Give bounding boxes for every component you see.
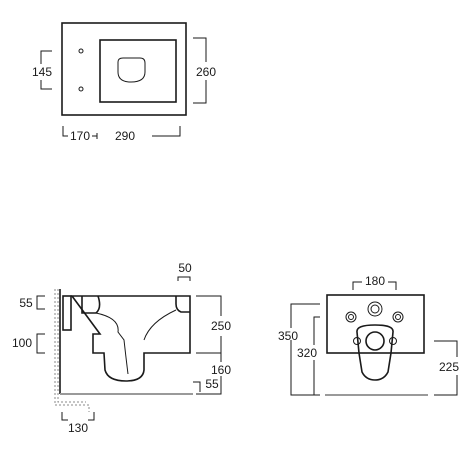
dim-line-130 — [61, 412, 95, 421]
dim-line-320 — [313, 316, 320, 395]
dim-line-170-290 — [62, 126, 181, 139]
front-view-outlet-body — [356, 324, 394, 381]
dim-line-100 — [36, 333, 45, 354]
dim-line-55-top — [36, 295, 45, 310]
dim-250-label: 250 — [211, 319, 231, 333]
front-view-water-inlet-inner — [370, 304, 380, 314]
dim-line-350 — [290, 303, 320, 396]
dim-180-label: 180 — [365, 274, 385, 288]
top-view-fixing-hole — [78, 48, 84, 54]
front-view-fixing-right — [392, 311, 404, 323]
dim-line-160 — [196, 353, 222, 395]
top-view-fixing-hole — [78, 86, 84, 92]
dim-320-label: 320 — [297, 346, 317, 360]
top-view-seat-panel — [99, 39, 177, 103]
dim-170-label: 170 — [70, 129, 90, 143]
dim-line-55-bottom — [193, 381, 201, 392]
dim-line-225 — [434, 340, 458, 396]
top-view-bowl-opening — [117, 57, 146, 83]
dim-130-label: 130 — [68, 421, 88, 435]
dim-145-label: 145 — [32, 65, 52, 79]
dim-line-180 — [352, 281, 397, 290]
front-view-fixing-left-inner — [348, 314, 354, 320]
dim-290-label: 290 — [115, 129, 135, 143]
front-view: 180 350 320 225 — [278, 274, 459, 396]
front-view-fixing-right-inner — [395, 314, 401, 320]
dim-225-label: 225 — [439, 360, 459, 374]
dim-55-top-label: 55 — [19, 296, 33, 310]
dim-55-bottom-label: 55 — [205, 377, 219, 391]
front-view-fixing-left — [345, 311, 357, 323]
side-view-bowl-body — [70, 295, 191, 382]
side-view-flush-plate — [62, 295, 72, 331]
dim-50-label: 50 — [178, 261, 192, 275]
front-view-bolt-left — [353, 337, 361, 345]
side-view-frame-outline — [54, 289, 90, 412]
front-view-pan — [326, 294, 425, 354]
dim-100-label: 100 — [12, 336, 32, 350]
side-view-trap — [95, 309, 177, 375]
dim-line-145 — [40, 50, 52, 90]
dim-line-260 — [193, 37, 207, 104]
dim-160-label: 160 — [211, 363, 231, 377]
front-view-bolt-right — [389, 337, 397, 345]
front-view-water-inlet — [367, 301, 383, 317]
dim-350-label: 350 — [278, 329, 298, 343]
top-view-outline — [61, 22, 187, 116]
front-view-outlet-pipe — [365, 331, 385, 351]
dim-line-50 — [177, 276, 191, 281]
top-view: 145 260 170 290 — [32, 22, 216, 143]
side-view-rim — [81, 295, 190, 314]
dim-260-label: 260 — [196, 65, 216, 79]
side-view: 50 55 100 250 160 55 130 — [12, 261, 231, 435]
